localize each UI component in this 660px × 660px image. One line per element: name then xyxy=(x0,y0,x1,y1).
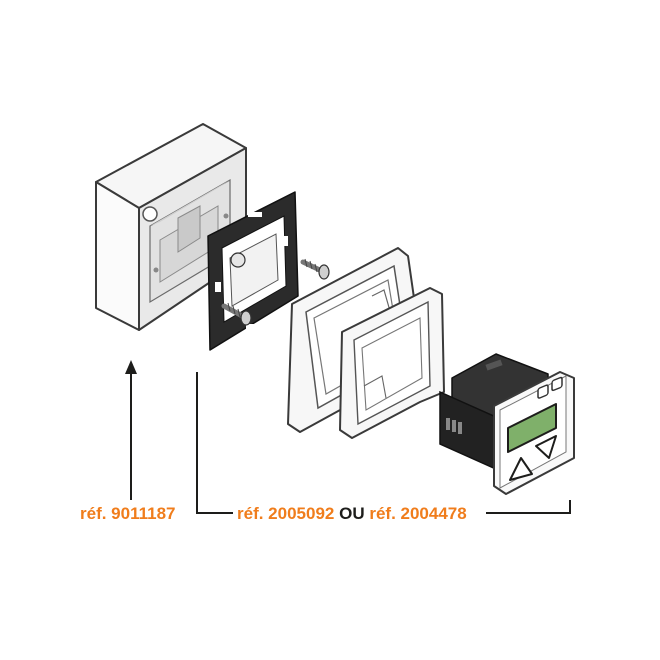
or-word: OU xyxy=(339,504,365,523)
frame-reference-label-1: réf. 2005092 xyxy=(237,504,335,523)
frame-reference-label-2: réf. 2004478 xyxy=(369,504,467,523)
small-square-button-left xyxy=(537,384,549,399)
leader-line-box xyxy=(125,360,137,500)
frame-reference-group: réf. 2005092 OU réf. 2004478 xyxy=(237,504,467,524)
lcd-display xyxy=(507,403,557,453)
surface-mounting-box xyxy=(95,123,247,331)
cover-frame-small xyxy=(339,287,445,439)
triangle-up-icon xyxy=(509,457,533,481)
box-reference-label: réf. 9011187 xyxy=(80,504,176,523)
triangle-down-icon xyxy=(535,435,557,459)
screw-right xyxy=(300,258,330,280)
small-square-button-right xyxy=(551,376,563,392)
screw-left xyxy=(221,302,252,326)
leader-line-frames xyxy=(196,372,571,514)
